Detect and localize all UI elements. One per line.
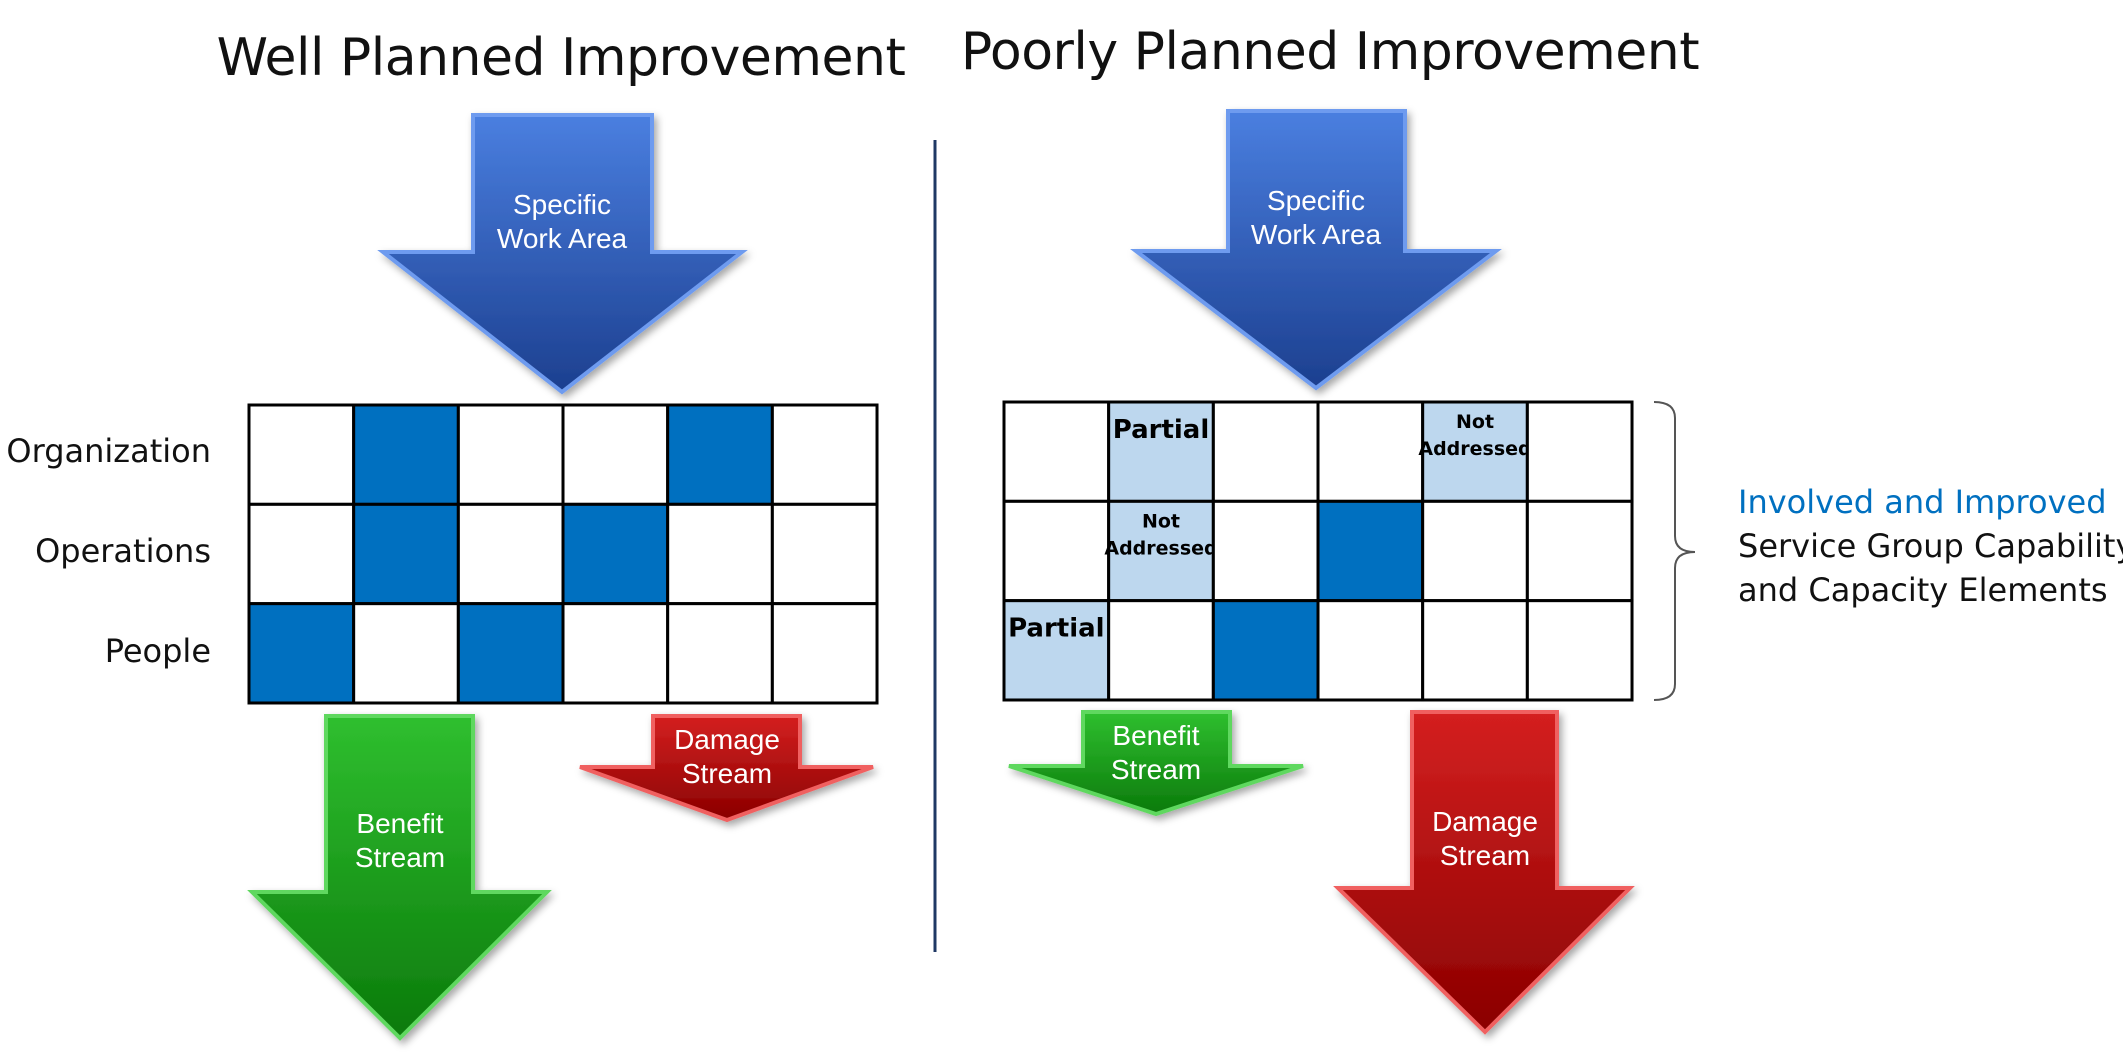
right-cell-r1-c2-empty <box>1211 499 1320 603</box>
left-top-arrow-shape <box>377 113 748 395</box>
right-damage-stream-arrow: Damage Stream <box>1333 710 1635 1035</box>
right-not-addressed-label-line2: Addressed <box>1418 438 1531 460</box>
left-cell-r0-c5-empty <box>770 403 879 506</box>
right-not-addressed-label-line1: Not <box>1456 411 1494 433</box>
right-top-arrow-line1: Specific <box>1267 185 1365 216</box>
right-benefit-line1: Benefit <box>1112 720 1199 751</box>
right-not-addressed-label-line1: Not <box>1142 510 1180 532</box>
left-cell-r0-c3-empty <box>561 403 670 506</box>
left-damage-arrow-shape <box>579 714 874 823</box>
right-specific-work-area-arrow: Specific Work Area <box>1130 109 1502 391</box>
left-cell-r2-c2-filled <box>456 602 565 705</box>
left-capability-grid <box>247 403 879 705</box>
right-cell-r2-c1-empty <box>1107 599 1215 702</box>
left-specific-work-area-arrow: Specific Work Area <box>377 113 748 395</box>
right-cell-r1-c0-empty <box>1002 499 1111 603</box>
left-cell-r2-c1-empty <box>352 602 460 705</box>
right-cell-r0-c5-empty <box>1525 400 1634 503</box>
right-cell-r2-c0-partial <box>1002 599 1111 702</box>
right-cell-r0-c1-partial <box>1107 400 1215 503</box>
left-damage-line2: Stream <box>682 758 772 789</box>
left-cell-r1-c3-filled <box>561 502 670 606</box>
right-cell-r2-c5-empty <box>1525 599 1634 702</box>
note-involved-improved: Involved and Improved <box>1738 483 2107 521</box>
right-top-arrow-shape <box>1130 109 1502 391</box>
right-cell-r2-c3-empty <box>1316 599 1425 702</box>
right-title: Poorly Planned Improvement <box>960 22 1700 82</box>
note-service-group-capability: Service Group Capability <box>1738 527 2123 565</box>
right-damage-line2: Stream <box>1440 840 1530 871</box>
left-cell-r2-c5-empty <box>770 602 879 705</box>
left-cell-r1-c0-empty <box>247 502 356 606</box>
left-cell-r1-c2-empty <box>456 502 565 606</box>
right-cell-r2-c4-empty <box>1421 599 1529 702</box>
right-cell-r2-c2-filled <box>1211 599 1320 702</box>
left-cell-r2-c3-empty <box>561 602 670 705</box>
right-top-arrow-line2: Work Area <box>1251 219 1382 250</box>
right-brace <box>1653 401 1696 701</box>
left-cell-r0-c1-filled <box>352 403 460 506</box>
left-benefit-line2: Stream <box>355 842 445 873</box>
row-label-people: People <box>104 632 211 670</box>
right-cell-r1-c3-filled <box>1316 499 1425 603</box>
left-cell-r2-c0-filled <box>247 602 356 705</box>
right-cell-r1-c5-empty <box>1525 499 1634 603</box>
left-title: Well Planned Improvement <box>216 28 906 88</box>
left-benefit-stream-arrow: Benefit Stream <box>247 714 552 1041</box>
right-cell-r0-c3-empty <box>1316 400 1425 503</box>
left-top-arrow-line1: Specific <box>513 189 611 220</box>
left-damage-stream-arrow: Damage Stream <box>579 714 874 823</box>
left-benefit-line1: Benefit <box>356 808 443 839</box>
row-label-operations: Operations <box>35 532 211 570</box>
right-cell-r1-c4-empty <box>1421 499 1529 603</box>
left-cell-r0-c4-filled <box>666 403 774 506</box>
left-cell-r0-c0-empty <box>247 403 356 506</box>
right-benefit-stream-arrow: Benefit Stream <box>1008 710 1304 817</box>
right-cell-r0-c0-empty <box>1002 400 1111 503</box>
right-partial-label: Partial <box>1008 614 1105 644</box>
right-benefit-arrow-shape <box>1008 710 1304 817</box>
right-partial-label: Partial <box>1113 415 1210 445</box>
row-label-organization: Organization <box>6 432 211 470</box>
left-damage-line1: Damage <box>674 724 780 755</box>
right-damage-arrow-shape <box>1333 710 1635 1035</box>
left-cell-r1-c5-empty <box>770 502 879 606</box>
left-cell-r1-c4-empty <box>666 502 774 606</box>
left-top-arrow-line2: Work Area <box>497 223 628 254</box>
left-cell-r1-c1-filled <box>352 502 460 606</box>
right-cell-r0-c2-empty <box>1211 400 1320 503</box>
left-cell-r0-c2-empty <box>456 403 565 506</box>
right-benefit-line2: Stream <box>1111 754 1201 785</box>
right-cell-r0-c4-not-addressed <box>1421 400 1529 503</box>
right-not-addressed-label-line2: Addressed <box>1104 537 1217 559</box>
right-damage-line1: Damage <box>1432 806 1538 837</box>
left-benefit-arrow-shape <box>247 714 552 1041</box>
note-capacity-elements: and Capacity Elements <box>1738 571 2108 609</box>
left-cell-r2-c4-empty <box>666 602 774 705</box>
